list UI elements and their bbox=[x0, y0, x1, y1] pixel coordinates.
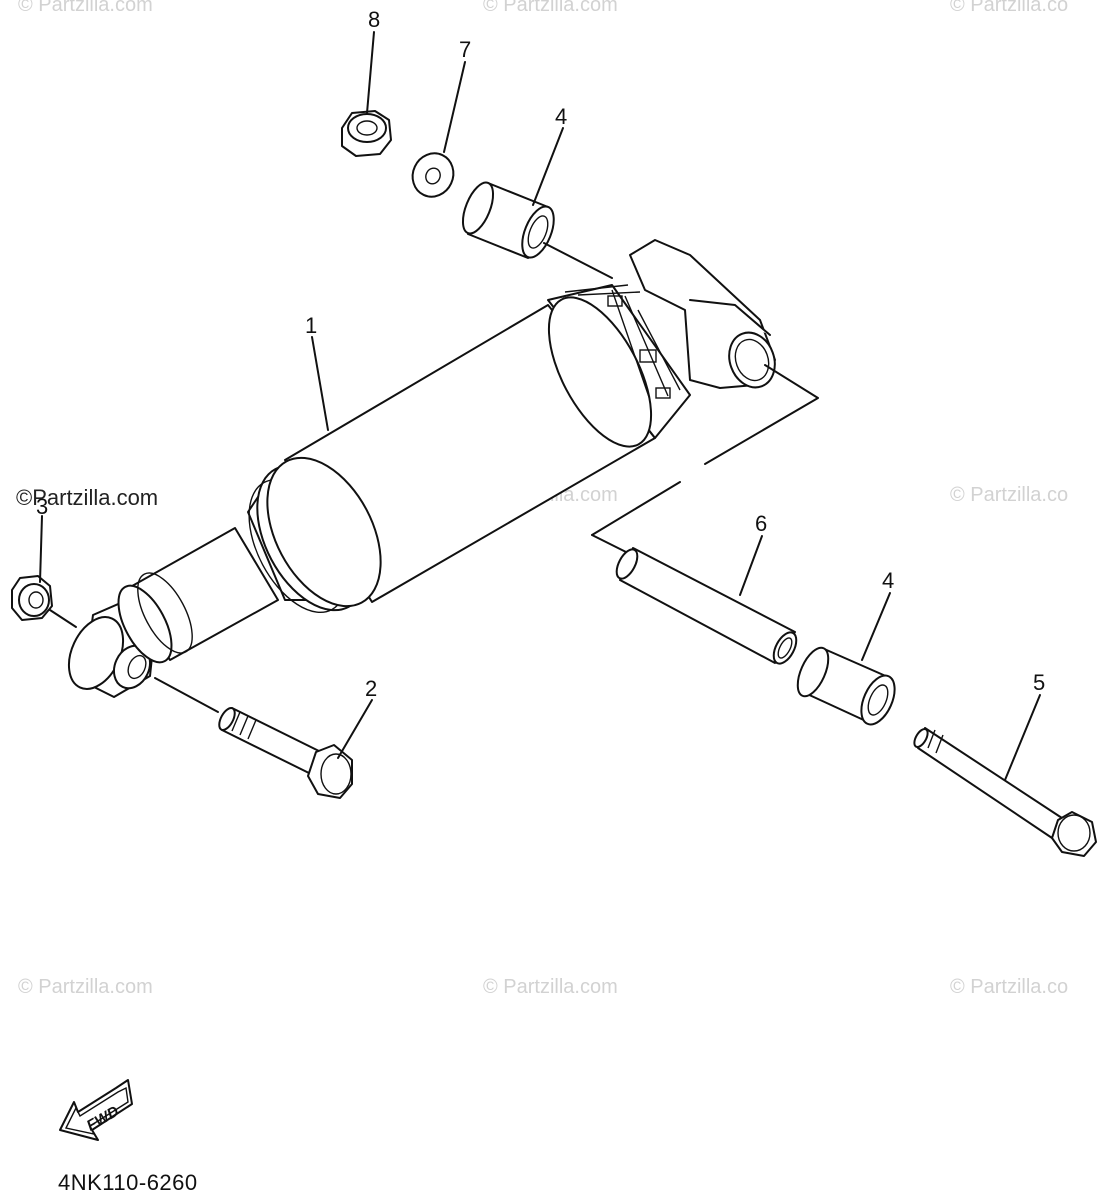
axis-line bbox=[49, 609, 77, 628]
lower-nut-part[interactable] bbox=[11, 575, 53, 621]
lower-collar-part[interactable] bbox=[791, 643, 901, 729]
callout-1: 1 bbox=[305, 313, 317, 338]
callout-5: 5 bbox=[1033, 670, 1045, 695]
watermark: ©Partzilla.com bbox=[16, 485, 159, 510]
lower-bolt-part[interactable] bbox=[216, 706, 353, 799]
callout-8: 8 bbox=[368, 7, 380, 32]
callout-2: 2 bbox=[365, 676, 377, 701]
watermark: © Partzilla.co bbox=[950, 484, 1069, 506]
watermark: © Partzilla.co bbox=[950, 0, 1069, 16]
leader-line bbox=[443, 61, 466, 153]
callout-4-lower: 4 bbox=[882, 568, 894, 593]
watermark: © Partzilla.com bbox=[483, 0, 618, 16]
leader-line bbox=[39, 515, 43, 583]
leader-line bbox=[311, 336, 329, 431]
fwd-arrow-icon: FWD bbox=[59, 1079, 133, 1141]
callout-3: 3 bbox=[36, 494, 48, 519]
watermark: © Partzilla.com bbox=[483, 976, 618, 998]
long-bolt-part[interactable] bbox=[912, 727, 1097, 857]
leader-line bbox=[739, 535, 763, 596]
spacer-pipe-part[interactable] bbox=[612, 546, 801, 667]
upper-nut-part[interactable] bbox=[341, 110, 392, 157]
leader-line bbox=[366, 31, 375, 114]
watermark: © Partzilla.co bbox=[950, 976, 1069, 998]
callout-6: 6 bbox=[755, 511, 767, 536]
axis-line bbox=[543, 242, 613, 279]
axis-line bbox=[154, 677, 219, 713]
leader-line bbox=[861, 592, 891, 661]
upper-collar-part[interactable] bbox=[457, 178, 560, 261]
washer-part[interactable] bbox=[406, 147, 461, 204]
watermark: © Partzilla.com bbox=[18, 0, 153, 16]
callout-7: 7 bbox=[459, 37, 471, 62]
shock-absorber-part[interactable] bbox=[58, 239, 782, 698]
part-code: 4NK110-6260 bbox=[58, 1170, 198, 1195]
axis-line bbox=[591, 481, 681, 536]
leader-line bbox=[532, 127, 564, 206]
leader-line bbox=[1004, 694, 1041, 781]
axis-line bbox=[704, 364, 819, 465]
callout-4-upper: 4 bbox=[555, 104, 567, 129]
leader-line bbox=[337, 699, 373, 759]
axis-line bbox=[591, 534, 629, 554]
watermark: © Partzilla.com bbox=[18, 976, 153, 998]
